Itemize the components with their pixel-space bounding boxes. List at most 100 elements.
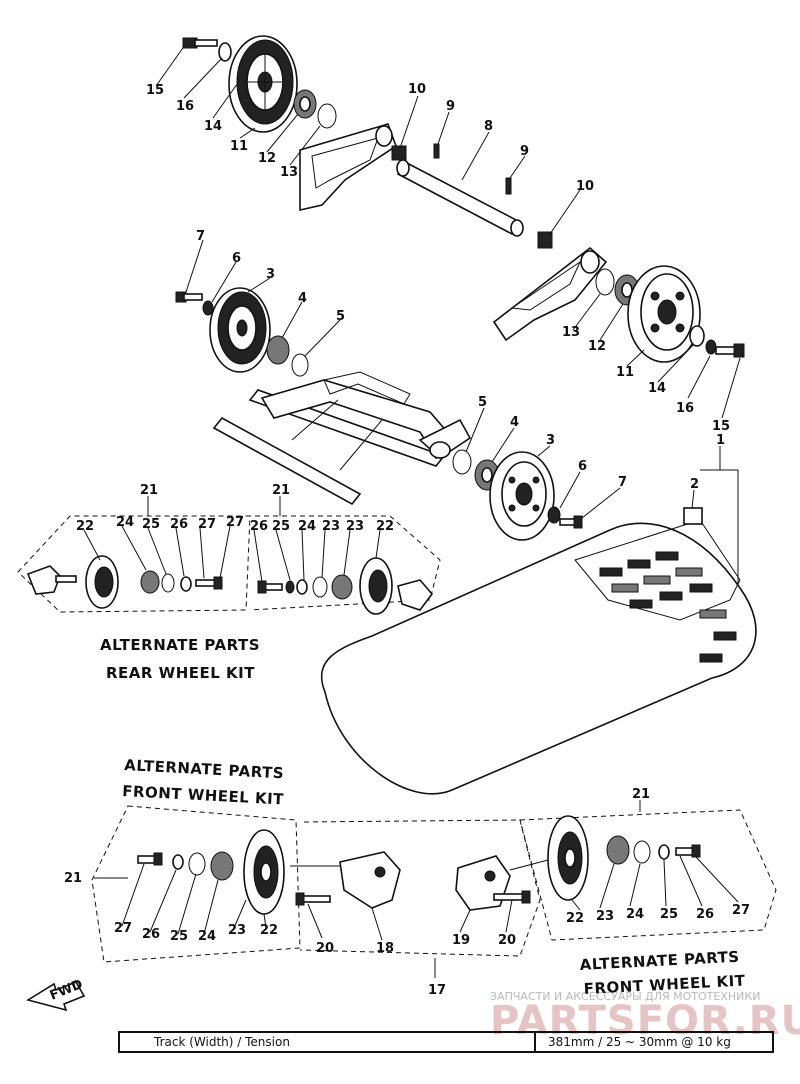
bearing-4-right-bore — [481, 467, 493, 483]
callout-9b: 9 — [520, 144, 529, 159]
callout-21-front-right: 21 — [632, 787, 650, 802]
upper-left-wheel-group — [155, 35, 337, 166]
arm-bracket-upper-left — [299, 123, 397, 212]
callout-22-rl: 22 — [76, 519, 94, 534]
callout-22-rr: 22 — [376, 519, 394, 534]
callout-4b: 4 — [510, 415, 519, 430]
callout-11b: 11 — [616, 365, 634, 380]
callout-numbers: 15 16 14 11 12 13 10 9 8 9 10 7 6 3 4 5 … — [64, 82, 750, 998]
callout-1: 1 — [716, 433, 725, 448]
callout-24-rr: 24 — [298, 519, 316, 534]
callout-10b: 10 — [576, 179, 594, 194]
bolt-7-right — [559, 515, 583, 529]
callout-27-fl: 27 — [114, 921, 132, 936]
callout-27-rl: 27 — [198, 517, 216, 532]
callout-21-rear-right: 21 — [272, 483, 290, 498]
watermark-brand: PARTSFOR.RU — [490, 998, 800, 1044]
washer-16 — [218, 42, 232, 62]
track-lugs — [599, 551, 737, 663]
front-kit-left-caption-line1: ALTERNATE PARTS — [124, 756, 285, 782]
callout-23-fl: 23 — [228, 923, 246, 938]
callout-7b: 7 — [618, 475, 627, 490]
callout-26-fl: 26 — [142, 927, 160, 942]
callout-3: 3 — [266, 267, 275, 282]
bolt-15 — [182, 37, 218, 49]
rear-kit-caption-line1: ALTERNATE PARTS — [100, 636, 260, 654]
callout-12: 12 — [258, 151, 276, 166]
callout-25-rl: 25 — [142, 517, 160, 532]
rear-wheel-kit — [17, 496, 441, 615]
callout-16: 16 — [176, 99, 194, 114]
callout-19-right: 19 — [452, 933, 470, 948]
callout-20-left: 20 — [316, 941, 334, 956]
arm-bracket-lower-right — [492, 246, 608, 342]
circlip-13-upper — [317, 103, 337, 129]
idler-wheel-11-upper — [228, 35, 298, 133]
callout-5: 5 — [336, 309, 345, 324]
washer-6-right — [547, 506, 561, 524]
callout-25-fl: 25 — [170, 929, 188, 944]
spec-label: Track (Width) / Tension — [154, 1035, 290, 1049]
callout-25-rr: 25 — [272, 519, 290, 534]
circlip-5-right — [452, 449, 472, 475]
callout-22-fl: 22 — [260, 923, 278, 938]
bearing-4-left — [266, 335, 290, 365]
circlip-13-right — [595, 268, 615, 296]
fwd-arrow: FWD — [25, 977, 85, 1012]
right-wheel-group — [572, 265, 745, 419]
middle-right-wheel-group — [452, 407, 621, 541]
track-clip-2 — [683, 507, 703, 525]
front-kit-right-parts — [547, 815, 701, 901]
callout-13: 13 — [280, 165, 298, 180]
callout-21-front-left: 21 — [64, 871, 82, 886]
rear-kit-right-parts — [257, 557, 434, 615]
front-wheel-kit-area — [91, 800, 777, 978]
front-kit-brackets — [290, 851, 549, 911]
front-kit-left-caption-line2: FRONT WHEEL KIT — [122, 782, 285, 808]
callout-24-fl: 24 — [198, 929, 216, 944]
callout-23-fr: 23 — [596, 909, 614, 924]
callout-10: 10 — [408, 82, 426, 97]
collar-10-lower — [537, 231, 553, 249]
suspension-frame — [212, 371, 472, 506]
shaft-assembly — [391, 95, 581, 249]
collar-10-upper — [391, 145, 407, 161]
callout-18-left: 18 — [376, 941, 394, 956]
middle-left-wheel-group — [175, 239, 341, 377]
callout-4: 4 — [298, 291, 307, 306]
circlip-5-left — [291, 353, 309, 377]
spec-divider — [534, 1033, 536, 1051]
callout-26-rl: 26 — [170, 517, 188, 532]
callout-12b: 12 — [588, 339, 606, 354]
callout-14b: 14 — [648, 381, 666, 396]
rear-kit-caption-line2: REAR WHEEL KIT — [106, 664, 255, 682]
washer-14-right — [689, 325, 705, 347]
bolt-7-left — [175, 291, 203, 303]
callout-26-rr: 26 — [250, 519, 268, 534]
callout-27-fr: 27 — [732, 903, 750, 918]
rear-kit-left-parts — [26, 555, 223, 609]
spec-value: 381mm / 25 ~ 30mm @ 10 kg — [548, 1035, 731, 1049]
wheel-3-right — [489, 451, 555, 541]
callout-27-rr: 27 — [226, 515, 244, 530]
callout-26-fr: 26 — [696, 907, 714, 922]
callout-25-fr: 25 — [660, 907, 678, 922]
callout-5b: 5 — [478, 395, 487, 410]
pin-9-lower — [505, 177, 512, 195]
callout-2: 2 — [690, 477, 699, 492]
spec-table: Track (Width) / Tension 381mm / 25 ~ 30m… — [118, 1031, 774, 1053]
wheel-3-left — [209, 287, 271, 373]
bearing-12-upper-bore — [299, 96, 311, 112]
callout-6b: 6 — [578, 459, 587, 474]
callout-11: 11 — [230, 139, 248, 154]
bolt-15-right — [715, 343, 745, 358]
front-kit-left-parts — [137, 829, 285, 915]
callout-6: 6 — [232, 251, 241, 266]
callout-16b: 16 — [676, 401, 694, 416]
callout-7: 7 — [196, 229, 205, 244]
callout-24-rl: 24 — [116, 515, 134, 530]
callout-3b: 3 — [546, 433, 555, 448]
callout-23-rr: 23 — [322, 519, 340, 534]
callout-23-rr2: 23 — [346, 519, 364, 534]
